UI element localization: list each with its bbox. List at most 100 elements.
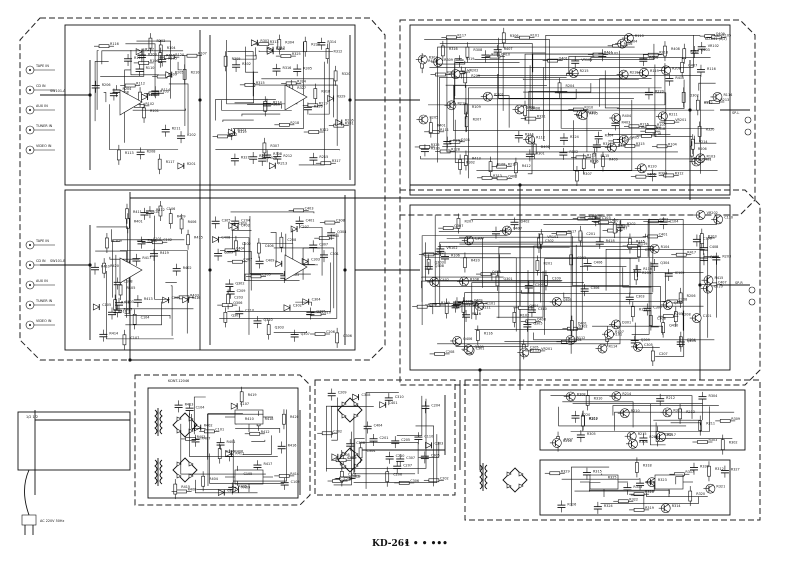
resistor (280, 54, 292, 58)
component-ref: C309 (475, 236, 484, 240)
resistor (682, 48, 687, 60)
capacitor (524, 280, 533, 293)
capacitor (369, 433, 378, 446)
component-ref: R314 (525, 133, 534, 137)
component-ref: R206 (102, 83, 111, 87)
signal-trace (532, 53, 595, 73)
signal-trace (474, 43, 655, 61)
resistor (232, 259, 243, 264)
signal-trace (124, 314, 171, 319)
component-ref: C103 (602, 216, 611, 220)
signal-trace (630, 494, 645, 509)
component-ref: C205 (262, 272, 271, 276)
signal-trace (226, 40, 298, 105)
component-ref: R302 (729, 441, 738, 445)
component-ref: R202 (627, 222, 636, 226)
component-ref: R412 (522, 164, 531, 168)
component-ref: R119 (650, 69, 659, 73)
signal-trace (526, 110, 588, 152)
component-ref: C310 (395, 395, 404, 399)
component-ref: C301 (330, 252, 339, 256)
signal-trace (222, 119, 254, 122)
component-ref: R330 (700, 465, 709, 469)
resistor (628, 124, 640, 129)
component-ref: C202 (469, 303, 478, 307)
component-ref: R314 (672, 504, 681, 508)
resistor (217, 448, 222, 459)
component-ref: C106 (703, 237, 712, 241)
signal-trace (420, 155, 711, 160)
signal-trace (474, 232, 583, 330)
component-ref: Q306 (233, 301, 242, 305)
component-ref: R307 (270, 144, 279, 148)
component-ref: C101 (153, 237, 162, 241)
signal-trace (232, 229, 252, 249)
component-ref: R320 (696, 492, 705, 496)
transistor (563, 391, 576, 402)
signal-trace (442, 50, 620, 147)
signal-trace (589, 489, 670, 495)
component-ref: R412 (261, 430, 270, 434)
component-ref: Q404 (628, 40, 637, 44)
component-ref: D402 (521, 219, 530, 223)
bridge-rectifiers (172, 397, 528, 493)
capacitor (623, 482, 632, 495)
transformer-border (134, 374, 311, 506)
transistor (427, 277, 440, 287)
diode (302, 298, 310, 306)
component-ref: Q401 (559, 57, 568, 61)
component-ref: C408 (709, 245, 718, 249)
component-ref: Q307 (301, 332, 310, 336)
component-ref: R402 (462, 70, 471, 74)
signal-trace (109, 256, 140, 260)
signal-trace (421, 235, 507, 302)
capacitor (420, 451, 429, 464)
capacitor (491, 226, 500, 239)
capacitor (136, 147, 145, 160)
signal-trace (111, 229, 121, 242)
capacitor (112, 85, 121, 98)
component-ref: R312 (334, 50, 343, 54)
regulator-ic-2 (580, 474, 628, 497)
component-ref: Q306 (572, 338, 581, 342)
component-ref: C405 (290, 273, 299, 277)
signal-trace (650, 403, 666, 446)
component-ref: R303 (429, 56, 438, 60)
transformer-frame (147, 387, 299, 499)
resistor (631, 306, 635, 317)
signal-trace (219, 233, 338, 319)
component-ref: R404 (209, 477, 218, 481)
component-ref: R413 (144, 297, 153, 301)
capacitor (225, 279, 234, 292)
component-ref: C406 (594, 261, 603, 265)
transistor (480, 91, 493, 102)
resistor (132, 314, 137, 325)
signal-trace (241, 113, 281, 117)
capacitor (451, 300, 460, 313)
component-ref: R118 (652, 132, 661, 136)
signal-trace (112, 239, 185, 298)
component-ref: R207 (473, 118, 482, 122)
signal-trace (235, 428, 281, 433)
input-jack-top-2: AUX IN (25, 104, 55, 115)
resistor (122, 334, 127, 346)
component-ref: R328 (646, 480, 655, 484)
component-ref: R204 (123, 87, 132, 91)
signal-trace (227, 262, 331, 312)
resistor (481, 176, 493, 180)
signal-trace (650, 261, 659, 328)
signal-trace (605, 249, 705, 291)
component-ref: C104 (670, 219, 679, 223)
component-ref: R112 (576, 336, 585, 340)
power-entry-frame (17, 411, 131, 471)
component-ref: Q402 (435, 250, 444, 254)
signal-trace (245, 47, 257, 57)
component-ref: R305 (587, 432, 596, 436)
component-ref: R201 (543, 262, 552, 266)
component-ref: R211 (172, 127, 181, 131)
component-ref: VR202 (467, 68, 478, 72)
component-ref: Q409 (716, 32, 725, 36)
component-ref: Q405 (563, 298, 572, 302)
resistor (442, 226, 454, 230)
